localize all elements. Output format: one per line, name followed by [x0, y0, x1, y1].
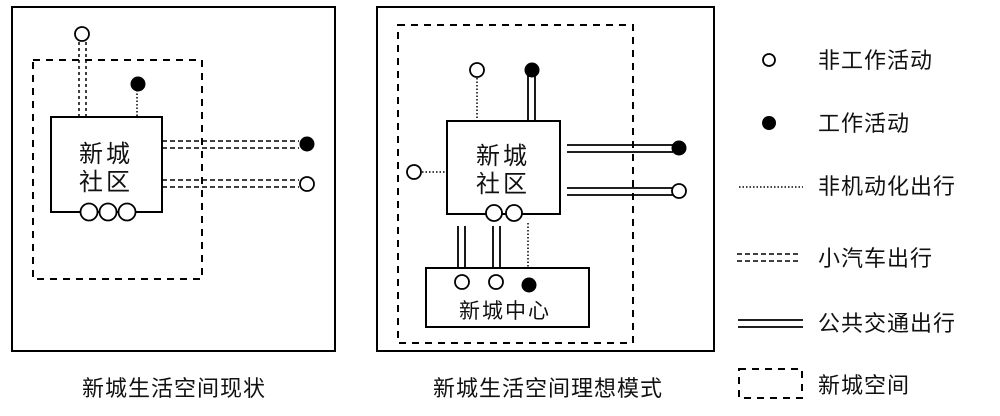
center-nonwork-circle — [454, 274, 470, 290]
right-transit-to-work — [567, 144, 673, 153]
left-top-nonwork-activity-circle — [74, 26, 90, 42]
double-solid-line-icon — [738, 319, 803, 328]
legend-item-car-travel: 小汽车出行 — [737, 247, 933, 272]
left-right-nonwork-activity-circle — [299, 176, 315, 192]
center-nonwork-circle — [488, 274, 504, 290]
right-right-nonwork-activity-circle — [671, 183, 687, 199]
right-panel-caption: 新城生活空间理想模式 — [433, 377, 663, 402]
left-right-work-activity-circle — [299, 136, 315, 152]
legend-item-public-transit: 公共交通出行 — [738, 312, 956, 337]
filled-circle-icon — [762, 116, 776, 130]
legend-label: 非工作活动 — [818, 49, 933, 74]
left-bottom-nonwork-circle — [98, 202, 118, 222]
left-panel: 新城 社区 新城生活空间现状 — [11, 6, 336, 402]
left-work-activity-circle — [130, 76, 146, 92]
right-panel: 新城 社区 新城中心 新城生活空 — [376, 6, 715, 402]
right-bottom-nonwork-circle — [505, 204, 523, 222]
legend: 非工作活动 工作活动 非机动化出行 小汽车出行 公共交通出行 新城空间 — [737, 49, 956, 399]
left-community-label-line2: 社区 — [79, 168, 133, 196]
legend-item-newtown-space: 新城空间 — [738, 368, 910, 399]
right-top-nonwork-activity-circle — [469, 62, 485, 78]
left-panel-caption: 新城生活空间现状 — [82, 377, 266, 402]
legend-label: 小汽车出行 — [818, 247, 933, 272]
right-right-work-activity-circle — [671, 140, 687, 156]
legend-label: 工作活动 — [818, 112, 910, 137]
left-bottom-nonwork-circle — [117, 202, 137, 222]
left-community-label-line1: 新城 — [79, 140, 133, 168]
right-left-nonwork-activity-circle — [406, 164, 422, 180]
right-community-box — [446, 120, 561, 215]
legend-item-nonwork-activity: 非工作活动 — [762, 49, 933, 74]
newtown-center-label: 新城中心 — [459, 299, 551, 323]
right-panel-frame — [376, 6, 715, 352]
double-dashed-line-icon — [737, 253, 798, 262]
legend-item-work-activity: 工作活动 — [762, 112, 910, 137]
left-car-travel-to-nonwork — [162, 179, 299, 188]
legend-label: 非机动化出行 — [818, 175, 956, 200]
legend-item-nonmotorized-travel: 非机动化出行 — [739, 175, 956, 200]
open-circle-icon — [762, 53, 776, 67]
left-community-box — [50, 116, 163, 213]
center-work-circle — [521, 277, 537, 293]
newtown-center-box — [425, 267, 590, 328]
right-bottom-nonwork-circle — [485, 204, 503, 222]
dashed-box-icon — [738, 368, 803, 399]
right-community-label-line2: 社区 — [476, 170, 530, 198]
right-community-label-line1: 新城 — [476, 142, 530, 170]
legend-label: 公共交通出行 — [818, 312, 956, 337]
left-bottom-nonwork-circle — [79, 202, 99, 222]
left-car-travel-top — [78, 42, 87, 117]
right-newtown-space-dashed-box — [397, 24, 634, 344]
right-transit-to-nonwork — [567, 187, 673, 196]
legend-label: 新城空间 — [818, 374, 910, 399]
right-top-work-activity-circle — [524, 62, 540, 78]
left-panel-frame — [11, 6, 336, 352]
right-top-transit-line — [527, 72, 536, 121]
left-car-travel-to-work — [162, 140, 299, 149]
left-newtown-space-dashed-box — [32, 59, 203, 280]
